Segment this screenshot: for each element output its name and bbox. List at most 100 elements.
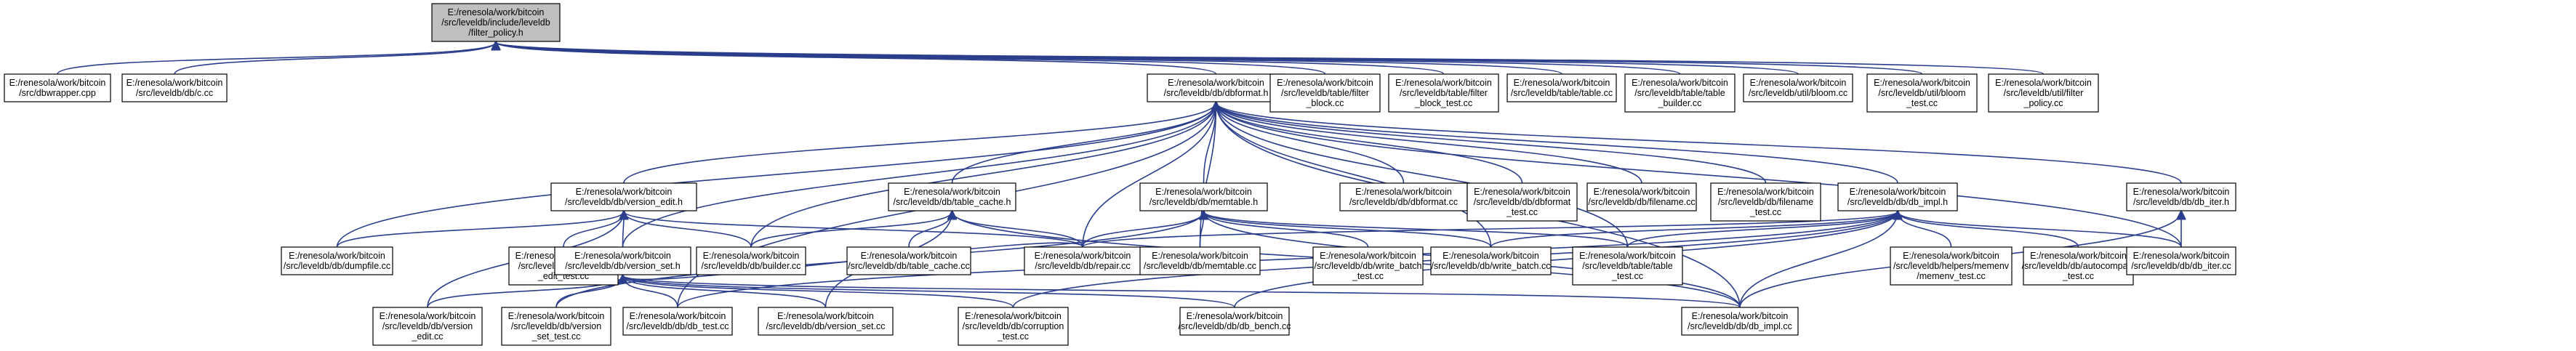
node-label-line: E:/renesola/work/bitcoin: [1395, 78, 1492, 88]
node-memtable-cc[interactable]: E:/renesola/work/bitcoin/src/leveldb/db/…: [1139, 246, 1261, 275]
node-box: [1312, 246, 1424, 286]
node-label-line: /src/leveldb/table/filter: [1281, 88, 1369, 98]
node-dbformat-cc[interactable]: E:/renesola/work/bitcoin/src/leveldb/db/…: [1339, 182, 1468, 211]
node-label-line: /src/leveldb/db/write_batch.cc: [1432, 261, 1551, 271]
node-corruption-test-cc[interactable]: E:/renesola/work/bitcoin/src/leveldb/db/…: [958, 307, 1069, 346]
edge-repair-cc-to-db-impl-h: [1082, 211, 1898, 248]
node-box: [1624, 73, 1736, 113]
node-box: [958, 307, 1069, 346]
edge-table-test-cc-to-dbformat-h: [1216, 102, 1629, 248]
node-table-cc[interactable]: E:/renesola/work/bitcoin/src/leveldb/tab…: [1506, 73, 1617, 102]
node-box: [1837, 182, 1958, 211]
node-label-line: /src/leveldb/db/memtable.h: [1149, 197, 1258, 207]
edge-repair-cc-to-table-cache-h: [952, 211, 1083, 248]
node-box: [1466, 182, 1578, 222]
edge-write-batch-cc-to-db-impl-h: [1490, 211, 1898, 248]
node-filename-test-cc[interactable]: E:/renesola/work/bitcoin/src/leveldb/db/…: [1710, 182, 1821, 222]
edge-write-batch-cc-to-memtable-h: [1204, 211, 1492, 248]
edge-c-cc-to-filter-policy: [174, 42, 496, 75]
node-label-line: _test.cc: [1749, 207, 1781, 217]
edge-table-test-cc-to-memtable-h: [1204, 211, 1629, 248]
node-label-line: E:/renesola/work/bitcoin: [1594, 187, 1690, 197]
node-label-line: E:/renesola/work/bitcoin: [1152, 251, 1248, 261]
node-label-line: _builder.cc: [1658, 98, 1702, 108]
edge-version-edit-h-to-dbformat-h: [623, 102, 1216, 184]
edge-table-cc-to-filter-policy: [496, 42, 1562, 75]
node-layer: E:/renesola/work/bitcoin/src/leveldb/inc…: [4, 3, 2236, 346]
node-label-line: /src/leveldb/db/db_impl.cc: [1688, 321, 1792, 331]
node-label-line: /src/leveldb/util/bloom: [1878, 88, 1965, 98]
node-label-line: /src/leveldb/util/bloom.cc: [1749, 88, 1847, 98]
node-label-line: E:/renesola/work/bitcoin: [1514, 78, 1610, 88]
node-memtable-h[interactable]: E:/renesola/work/bitcoin/src/leveldb/db/…: [1139, 182, 1268, 211]
node-table-builder-cc[interactable]: E:/renesola/work/bitcoin/src/leveldb/tab…: [1624, 73, 1736, 113]
node-box: [431, 3, 561, 42]
node-label-line: /memenv_test.cc: [1917, 271, 1985, 281]
node-version-set-cc[interactable]: E:/renesola/work/bitcoin/src/leveldb/db/…: [758, 307, 894, 336]
edge-memtable-cc-to-dbformat-h: [1199, 102, 1216, 248]
node-version-set-test-cc[interactable]: E:/renesola/work/bitcoin/src/leveldb/db/…: [501, 307, 611, 346]
edge-db-impl-h-to-dbformat-h: [1216, 102, 1898, 184]
node-label-line: E:/renesola/work/bitcoin: [1995, 78, 2092, 88]
node-label-line: /src/leveldb/db/db_test.cc: [626, 321, 729, 331]
node-label-line: E:/renesola/work/bitcoin: [1155, 187, 1252, 197]
node-dumpfile-cc[interactable]: E:/renesola/work/bitcoin/src/leveldb/db/…: [281, 246, 393, 275]
node-memenv-test-cc[interactable]: E:/renesola/work/bitcoin/src/leveldb/hel…: [1890, 246, 2013, 286]
node-dbwrapper[interactable]: E:/renesola/work/bitcoin/src/dbwrapper.c…: [4, 73, 111, 102]
node-box: [1430, 246, 1552, 275]
node-label-line: E:/renesola/work/bitcoin: [380, 311, 476, 321]
node-c-cc[interactable]: E:/renesola/work/bitcoin/src/leveldb/db/…: [121, 73, 228, 102]
node-db-bench-cc[interactable]: E:/renesola/work/bitcoin/src/leveldb/db/…: [1179, 307, 1291, 336]
node-filter-block-test-cc[interactable]: E:/renesola/work/bitcoin/src/leveldb/tab…: [1388, 73, 1499, 113]
node-table-cache-h[interactable]: E:/renesola/work/bitcoin/src/leveldb/db/…: [888, 182, 1016, 211]
node-box: [501, 307, 611, 346]
node-filename-cc[interactable]: E:/renesola/work/bitcoin/src/leveldb/db/…: [1586, 182, 1697, 211]
node-label-line: E:/renesola/work/bitcoin: [1903, 251, 1999, 261]
node-autocompact-test-cc[interactable]: E:/renesola/work/bitcoin/src/leveldb/db/…: [2022, 246, 2135, 286]
node-label-line: E:/renesola/work/bitcoin: [576, 187, 673, 197]
node-table-cache-cc[interactable]: E:/renesola/work/bitcoin/src/leveldb/db/…: [846, 246, 971, 275]
node-filter-policy[interactable]: E:/renesola/work/bitcoin/src/leveldb/inc…: [431, 3, 561, 42]
node-repair-cc[interactable]: E:/renesola/work/bitcoin/src/leveldb/db/…: [1024, 246, 1141, 275]
node-write-batch-cc[interactable]: E:/renesola/work/bitcoin/src/leveldb/db/…: [1430, 246, 1552, 275]
node-version-edit-cc[interactable]: E:/renesola/work/bitcoin/src/leveldb/db/…: [372, 307, 483, 346]
node-box: [550, 182, 697, 211]
node-label-line: _test.cc: [2062, 271, 2094, 281]
node-table-test-cc[interactable]: E:/renesola/work/bitcoin/src/leveldb/tab…: [1572, 246, 1683, 286]
node-label-line: /src/leveldb/db/memtable.cc: [1144, 261, 1256, 271]
node-builder-cc[interactable]: E:/renesola/work/bitcoin/src/leveldb/db/…: [696, 246, 806, 275]
node-label-line: /src/leveldb/db/version_set.h: [565, 261, 680, 271]
node-db-impl-h[interactable]: E:/renesola/work/bitcoin/src/leveldb/db/…: [1837, 182, 1958, 211]
node-dbformat-test-cc[interactable]: E:/renesola/work/bitcoin/src/leveldb/db/…: [1466, 182, 1578, 222]
node-label-line: /src/leveldb/db/dbformat: [1474, 197, 1571, 207]
node-label-line: E:/renesola/work/bitcoin: [1474, 187, 1570, 197]
node-db-impl-cc[interactable]: E:/renesola/work/bitcoin/src/leveldb/db/…: [1681, 307, 1799, 336]
node-label-line: /src/leveldb/table/table.cc: [1511, 88, 1613, 98]
node-label-line: _block.cc: [1305, 98, 1344, 108]
node-db-test-cc[interactable]: E:/renesola/work/bitcoin/src/leveldb/db/…: [622, 307, 733, 336]
node-box: [758, 307, 894, 336]
node-write-batch-test-cc[interactable]: E:/renesola/work/bitcoin/src/leveldb/db/…: [1312, 246, 1424, 286]
node-version-set-h[interactable]: E:/renesola/work/bitcoin/src/leveldb/db/…: [554, 246, 691, 275]
node-filter-block-cc[interactable]: E:/renesola/work/bitcoin/src/leveldb/tab…: [1269, 73, 1381, 113]
node-label-line: /src/leveldb/db/filename: [1718, 197, 1813, 207]
edge-dumpfile-cc-to-dbformat-h: [336, 102, 1216, 248]
node-label-line: E:/renesola/work/bitcoin: [630, 311, 726, 321]
node-bloom-test-cc[interactable]: E:/renesola/work/bitcoin/src/leveldb/uti…: [1866, 73, 1978, 113]
node-label-line: /src/leveldb/db/write_batch: [1315, 261, 1422, 271]
node-label-line: /src/leveldb/db/repair.cc: [1035, 261, 1130, 271]
node-version-edit-h[interactable]: E:/renesola/work/bitcoin/src/leveldb/db/…: [550, 182, 697, 211]
node-label-line: E:/renesola/work/bitcoin: [2133, 187, 2230, 197]
node-box: [2126, 182, 2236, 211]
node-label-line: _test.cc: [997, 331, 1029, 342]
edge-bloom-test-cc-to-filter-policy: [496, 42, 1923, 75]
node-label-line: _test.cc: [1611, 271, 1643, 281]
node-bloom-cc[interactable]: E:/renesola/work/bitcoin/src/leveldb/uti…: [1743, 73, 1853, 102]
node-db-iter-cc[interactable]: E:/renesola/work/bitcoin/src/leveldb/db/…: [2126, 246, 2236, 275]
node-db-iter-h[interactable]: E:/renesola/work/bitcoin/src/leveldb/db/…: [2126, 182, 2236, 211]
node-dbformat-h[interactable]: E:/renesola/work/bitcoin/src/leveldb/db/…: [1147, 73, 1285, 102]
node-filter-policy-cc[interactable]: E:/renesola/work/bitcoin/src/leveldb/uti…: [1988, 73, 2099, 113]
edge-layer: [57, 42, 2181, 308]
node-label-line: E:/renesola/work/bitcoin: [1187, 311, 1283, 321]
node-label-line: E:/renesola/work/bitcoin: [448, 7, 545, 17]
